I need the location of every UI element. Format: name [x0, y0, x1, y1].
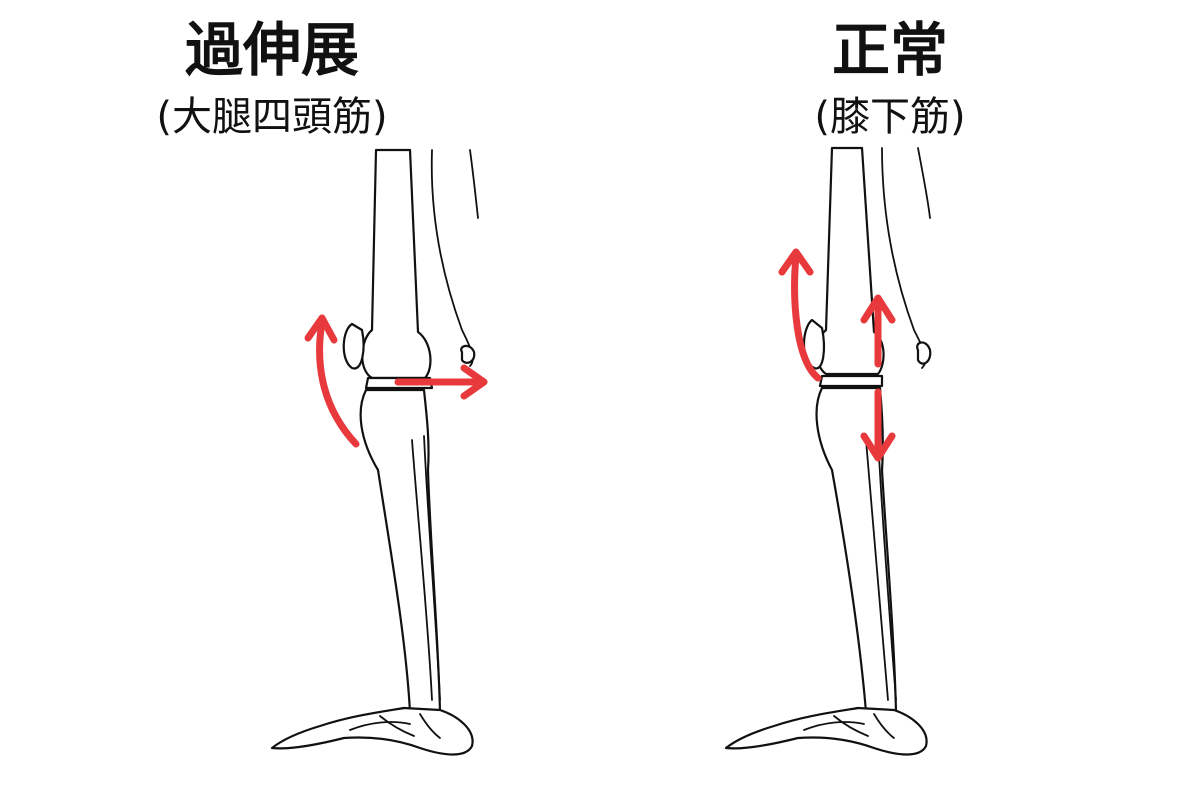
- hyperextension-panel: 過伸展 (大腿四頭筋): [0, 0, 600, 800]
- femur: [817, 148, 884, 374]
- tibia: [361, 390, 440, 712]
- normal-panel: 正常 (膝下筋): [600, 0, 1200, 800]
- femur: [362, 150, 430, 378]
- foot: [726, 708, 927, 755]
- patella: [344, 324, 364, 368]
- foot: [272, 708, 473, 755]
- hyperextended-leg-skeleton: [0, 0, 600, 800]
- normal-leg-skeleton: [600, 0, 1200, 800]
